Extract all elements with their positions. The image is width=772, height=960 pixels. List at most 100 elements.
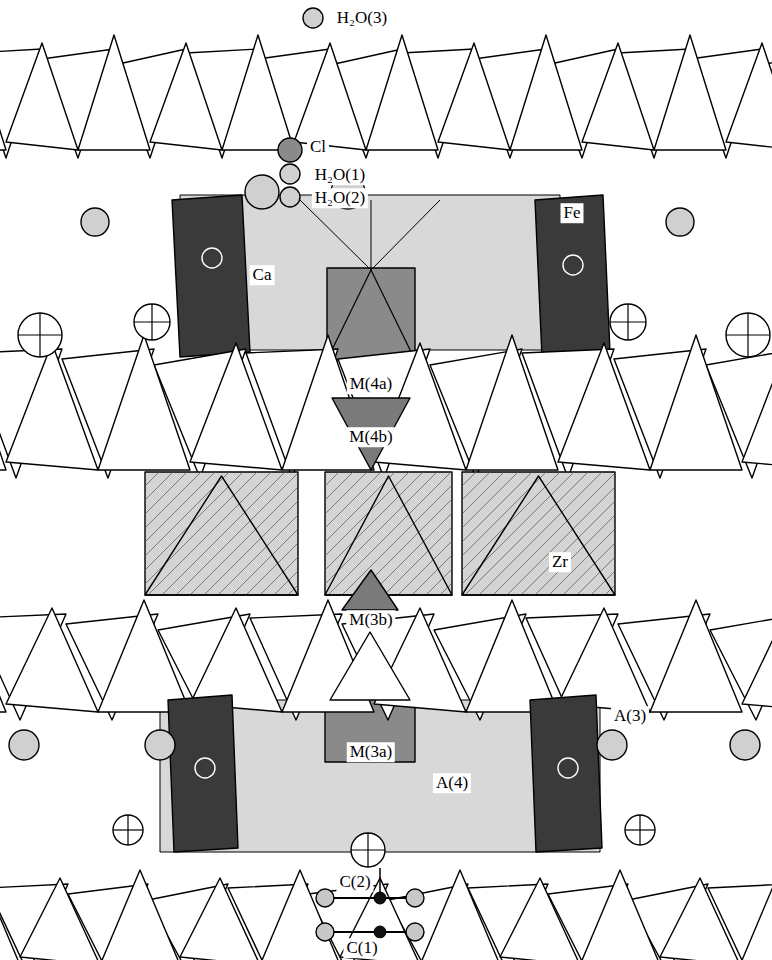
- edge-line: [127, 815, 128, 845]
- edge-line: [325, 472, 339, 486]
- polyhedron: [726, 43, 772, 150]
- atom-sphere: [316, 923, 334, 941]
- polyhedron: [366, 35, 438, 150]
- edge-line: [535, 515, 615, 595]
- polyhedron: [190, 608, 282, 712]
- polyhedron: [260, 870, 340, 960]
- edge-line: [328, 472, 451, 595]
- edge-line: [493, 473, 615, 595]
- edge-line: [162, 472, 285, 595]
- edge-line: [218, 515, 298, 595]
- edge-line: [300, 200, 371, 270]
- atom-sphere: [9, 730, 39, 760]
- edge-line: [384, 527, 452, 595]
- site-label: Cl: [307, 137, 329, 157]
- site-label: H₂O(1): [312, 165, 368, 185]
- site-label: A(4): [433, 773, 471, 793]
- polyhedron: [510, 35, 582, 150]
- edge-line: [462, 472, 518, 528]
- m4b-polyhedron: [332, 398, 410, 470]
- edge-line: [39, 313, 40, 357]
- polyhedron: [145, 472, 298, 595]
- fe-polyhedron: [530, 695, 602, 852]
- edge-line: [412, 555, 452, 595]
- polyhedron: [438, 43, 510, 150]
- edge-line: [577, 557, 615, 595]
- fe-site: [563, 255, 583, 275]
- polyhedron: [325, 476, 452, 595]
- edge-line: [145, 472, 187, 514]
- edge-line: [462, 472, 574, 584]
- site-label: H₂O(3): [334, 8, 390, 28]
- edge-line: [190, 487, 298, 595]
- atom-sphere: [406, 889, 424, 907]
- edge-line: [521, 501, 615, 595]
- fe-site: [558, 758, 578, 778]
- edge-line: [367, 833, 368, 867]
- atom-sphere: [280, 164, 300, 184]
- polyhedron: [740, 870, 772, 960]
- edge-line: [465, 472, 588, 595]
- polyhedron: [330, 632, 410, 700]
- polyhedron: [742, 343, 772, 470]
- edge-line: [370, 513, 452, 595]
- edge-line: [325, 472, 409, 556]
- edge-line: [145, 472, 215, 542]
- polyhedron: [145, 476, 298, 595]
- edge-line: [145, 472, 201, 528]
- polyhedron: [100, 870, 180, 960]
- cl-sphere: [278, 138, 302, 162]
- polyhedron: [0, 870, 20, 960]
- atom-sphere: [245, 175, 279, 209]
- ca-polyhedron: [172, 195, 250, 357]
- atom-sphere: [730, 730, 760, 760]
- polyhedron: [180, 878, 260, 960]
- polyhedron: [500, 878, 580, 960]
- crossed-sphere: [18, 313, 62, 357]
- crossed-sphere: [726, 313, 770, 357]
- polyhedron: [6, 343, 98, 470]
- polyhedron: [420, 870, 500, 960]
- polyhedron: [98, 335, 190, 470]
- atom-sphere: [303, 8, 323, 28]
- crossed-sphere: [625, 815, 655, 845]
- polyhedron: [466, 600, 558, 712]
- site-label: A(3): [611, 706, 649, 726]
- polyhedron: [650, 600, 742, 712]
- fe-polyhedron: [535, 195, 610, 357]
- edge-line: [325, 472, 353, 500]
- crossed-sphere: [351, 833, 385, 867]
- site-label: H₂O(2): [312, 188, 368, 208]
- edge-line: [246, 543, 298, 595]
- edge-line: [260, 557, 298, 595]
- polyhedron: [650, 335, 742, 470]
- edge-line: [371, 270, 415, 360]
- edge-line: [639, 815, 640, 845]
- edge-line: [325, 472, 367, 514]
- site-label: M(4b): [346, 427, 395, 447]
- polyhedron: [222, 35, 294, 150]
- atom-sphere: [406, 923, 424, 941]
- atom-sphere: [597, 730, 627, 760]
- edge-line: [145, 472, 159, 486]
- edge-line: [398, 541, 452, 595]
- edge-line: [325, 472, 381, 528]
- edge-line: [462, 472, 504, 514]
- edge-line: [151, 304, 152, 340]
- edge-line: [145, 472, 173, 500]
- edge-line: [145, 472, 257, 584]
- polyhedron: [580, 870, 660, 960]
- polyhedron: [462, 472, 615, 595]
- m4a-polyhedron: [327, 268, 415, 360]
- polyhedron: [660, 878, 740, 960]
- crossed-sphere: [610, 304, 646, 340]
- site-label: M(3b): [346, 610, 395, 630]
- atom-sphere: [280, 187, 300, 207]
- polyhedron: [190, 343, 282, 470]
- atom-sphere: [666, 208, 694, 236]
- polyhedron: [654, 35, 726, 150]
- polyhedron: [6, 43, 78, 150]
- edge-line: [325, 472, 423, 570]
- edge-line: [327, 270, 371, 360]
